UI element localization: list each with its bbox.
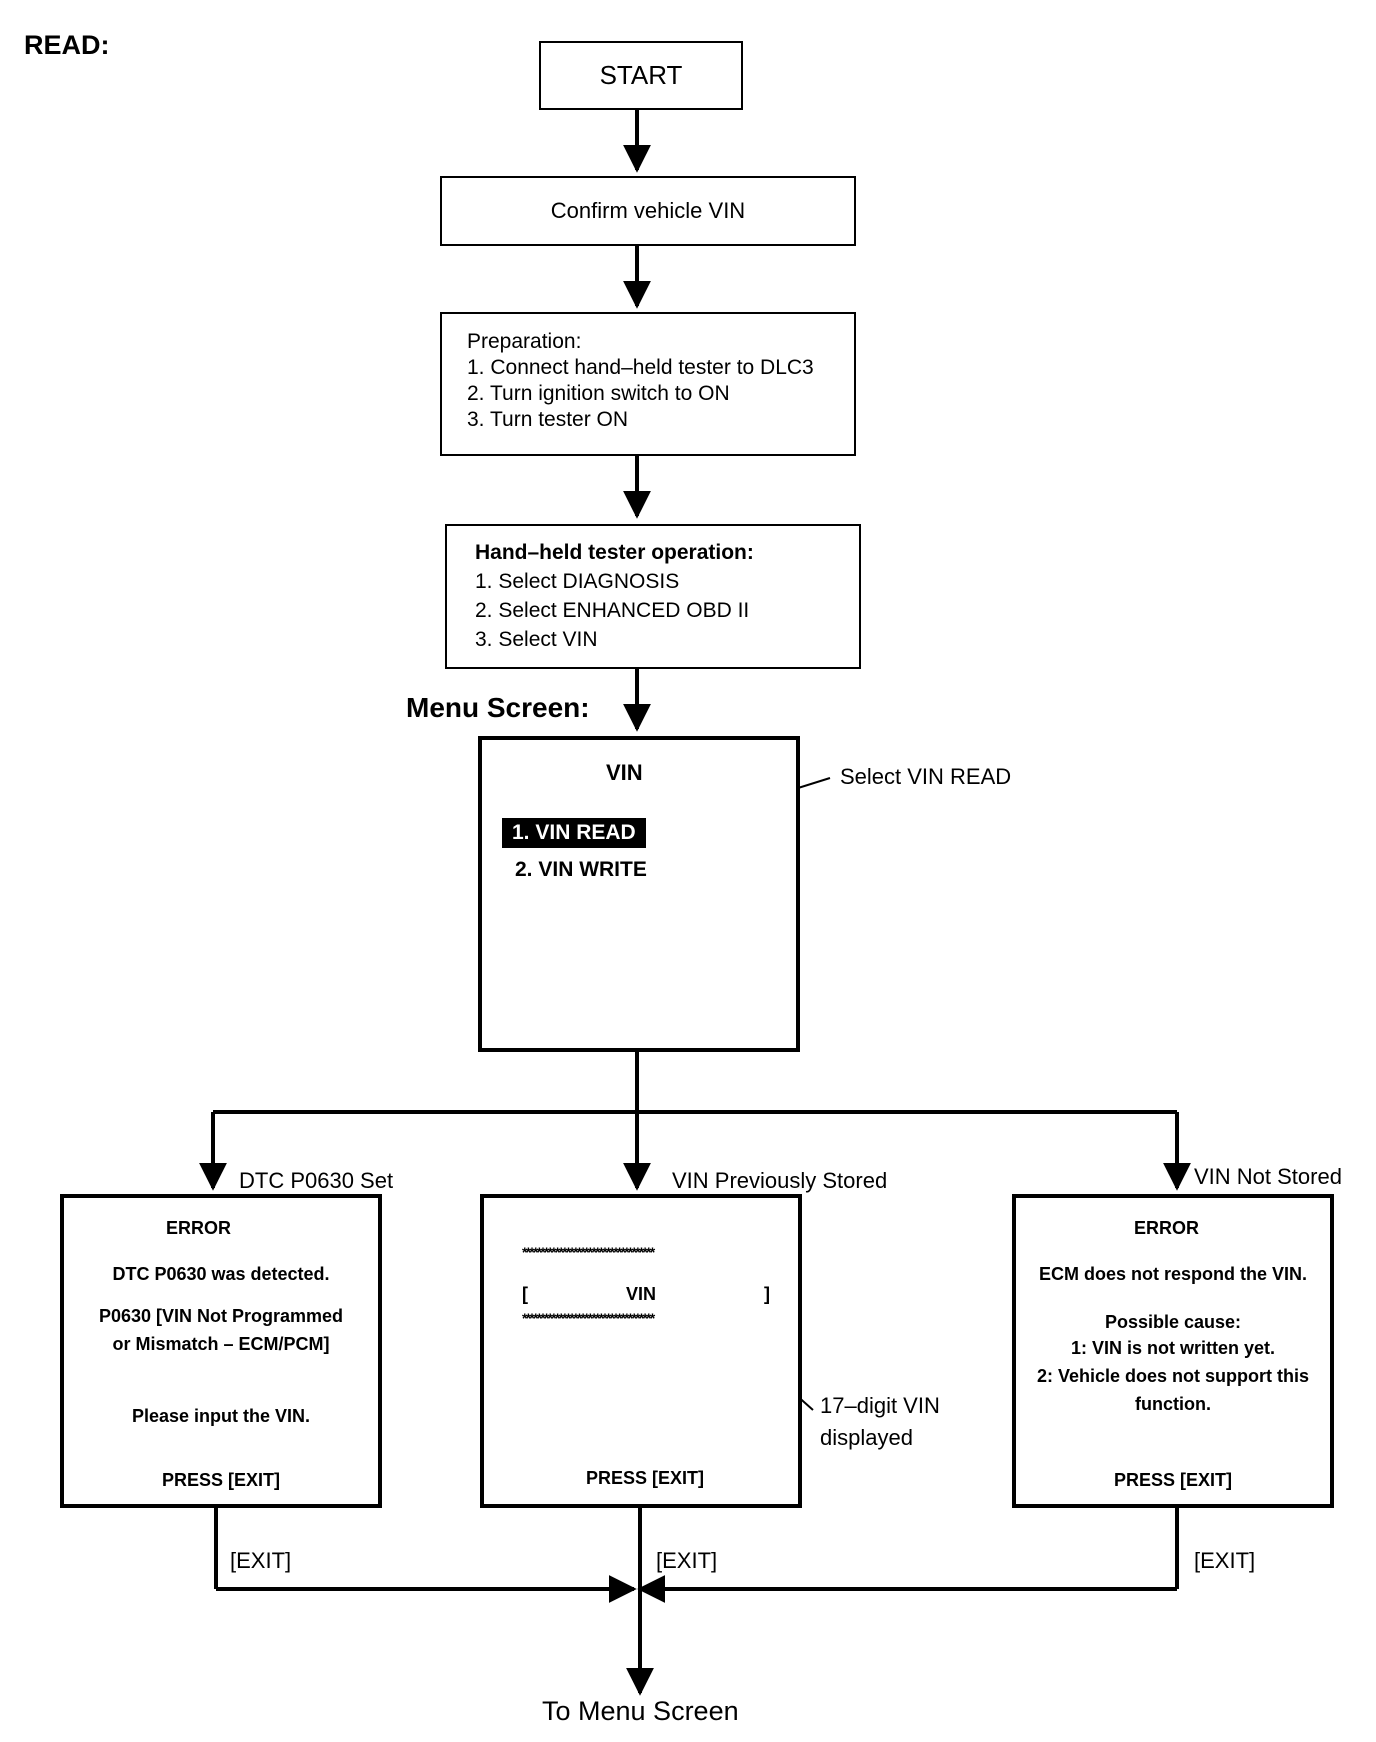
vin-digits-annotation-line: displayed bbox=[820, 1425, 913, 1450]
exit-label-left: [EXIT] bbox=[230, 1548, 292, 1573]
tester-operation-step: 3. Select VIN bbox=[475, 628, 598, 651]
possible-cause-item: function. bbox=[1135, 1394, 1211, 1414]
condition-label-left: DTC P0630 Set bbox=[239, 1168, 394, 1193]
menu-screen-label: Menu Screen: bbox=[406, 692, 590, 723]
bracket-right: ] bbox=[764, 1284, 770, 1304]
vin-digits-annotation: 17–digit VIN displayed bbox=[820, 1390, 940, 1454]
preparation-step: 1. Connect hand–held tester to DLC3 bbox=[467, 356, 814, 379]
tester-operation-box: Hand–held tester operation: 1. Select DI… bbox=[445, 524, 861, 669]
tester-operation-step: 1. Select DIAGNOSIS bbox=[475, 570, 680, 593]
to-menu-screen-label: To Menu Screen bbox=[542, 1696, 739, 1726]
tester-operation-heading: Hand–held tester operation: bbox=[475, 541, 754, 564]
exit-label-right: [EXIT] bbox=[1194, 1548, 1256, 1573]
menu-screen: VIN 1. VIN READ 2. VIN WRITE bbox=[478, 736, 800, 1052]
error-instruction: Please input the VIN. bbox=[131, 1406, 311, 1426]
preparation-step: 2. Turn ignition switch to ON bbox=[467, 382, 730, 405]
error-title: ERROR bbox=[1134, 1218, 1200, 1238]
error-message: DTC P0630 was detected. bbox=[112, 1264, 330, 1284]
menu-item-vin-write[interactable]: 2. VIN WRITE bbox=[515, 858, 647, 881]
menu-screen-title: VIN bbox=[606, 760, 643, 785]
possible-cause-heading: Possible cause: bbox=[1104, 1312, 1242, 1332]
press-exit-text: PRESS [EXIT] bbox=[161, 1470, 281, 1490]
select-vin-read-annotation: Select VIN READ bbox=[840, 764, 1012, 789]
press-exit-text: PRESS [EXIT] bbox=[1113, 1470, 1233, 1490]
error-dtc-screen: ERROR DTC P0630 was detected. P0630 [VIN… bbox=[60, 1194, 382, 1508]
stars-row: ************************************ bbox=[522, 1310, 655, 1326]
error-code-detail: or Mismatch – ECM/PCM] bbox=[112, 1334, 330, 1354]
preparation-step: 3. Turn tester ON bbox=[467, 408, 629, 431]
vin-label: VIN bbox=[626, 1284, 657, 1304]
exit-label-center: [EXIT] bbox=[656, 1548, 718, 1573]
confirm-vin-box: Confirm vehicle VIN bbox=[440, 176, 856, 246]
confirm-vin-label: Confirm vehicle VIN bbox=[550, 198, 746, 223]
condition-label-right: VIN Not Stored bbox=[1194, 1164, 1342, 1189]
vin-display-screen: ************************************ [ V… bbox=[480, 1194, 802, 1508]
vin-digits-annotation-line: 17–digit VIN bbox=[820, 1393, 940, 1418]
error-title: ERROR bbox=[166, 1218, 232, 1238]
error-message: ECM does not respond the VIN. bbox=[1038, 1264, 1307, 1284]
tester-operation-step: 2. Select ENHANCED OBD II bbox=[475, 599, 750, 622]
stars-row: ************************************ bbox=[522, 1244, 655, 1260]
page-title: READ: bbox=[24, 30, 110, 60]
error-code-detail: P0630 [VIN Not Programmed bbox=[98, 1306, 344, 1326]
possible-cause-item: 1: VIN is not written yet. bbox=[1070, 1338, 1276, 1358]
error-no-response-screen: ERROR ECM does not respond the VIN. Poss… bbox=[1012, 1194, 1334, 1508]
press-exit-text: PRESS [EXIT] bbox=[585, 1468, 705, 1488]
preparation-box: Preparation: 1. Connect hand–held tester… bbox=[440, 312, 856, 456]
possible-cause-item: 2: Vehicle does not support this bbox=[1036, 1366, 1310, 1386]
preparation-heading: Preparation: bbox=[467, 330, 582, 353]
start-label: START bbox=[599, 60, 683, 90]
menu-item-vin-read[interactable]: 1. VIN READ bbox=[502, 818, 646, 848]
bracket-left: [ bbox=[522, 1284, 528, 1304]
start-box: START bbox=[539, 41, 743, 110]
condition-label-center: VIN Previously Stored bbox=[672, 1168, 888, 1193]
